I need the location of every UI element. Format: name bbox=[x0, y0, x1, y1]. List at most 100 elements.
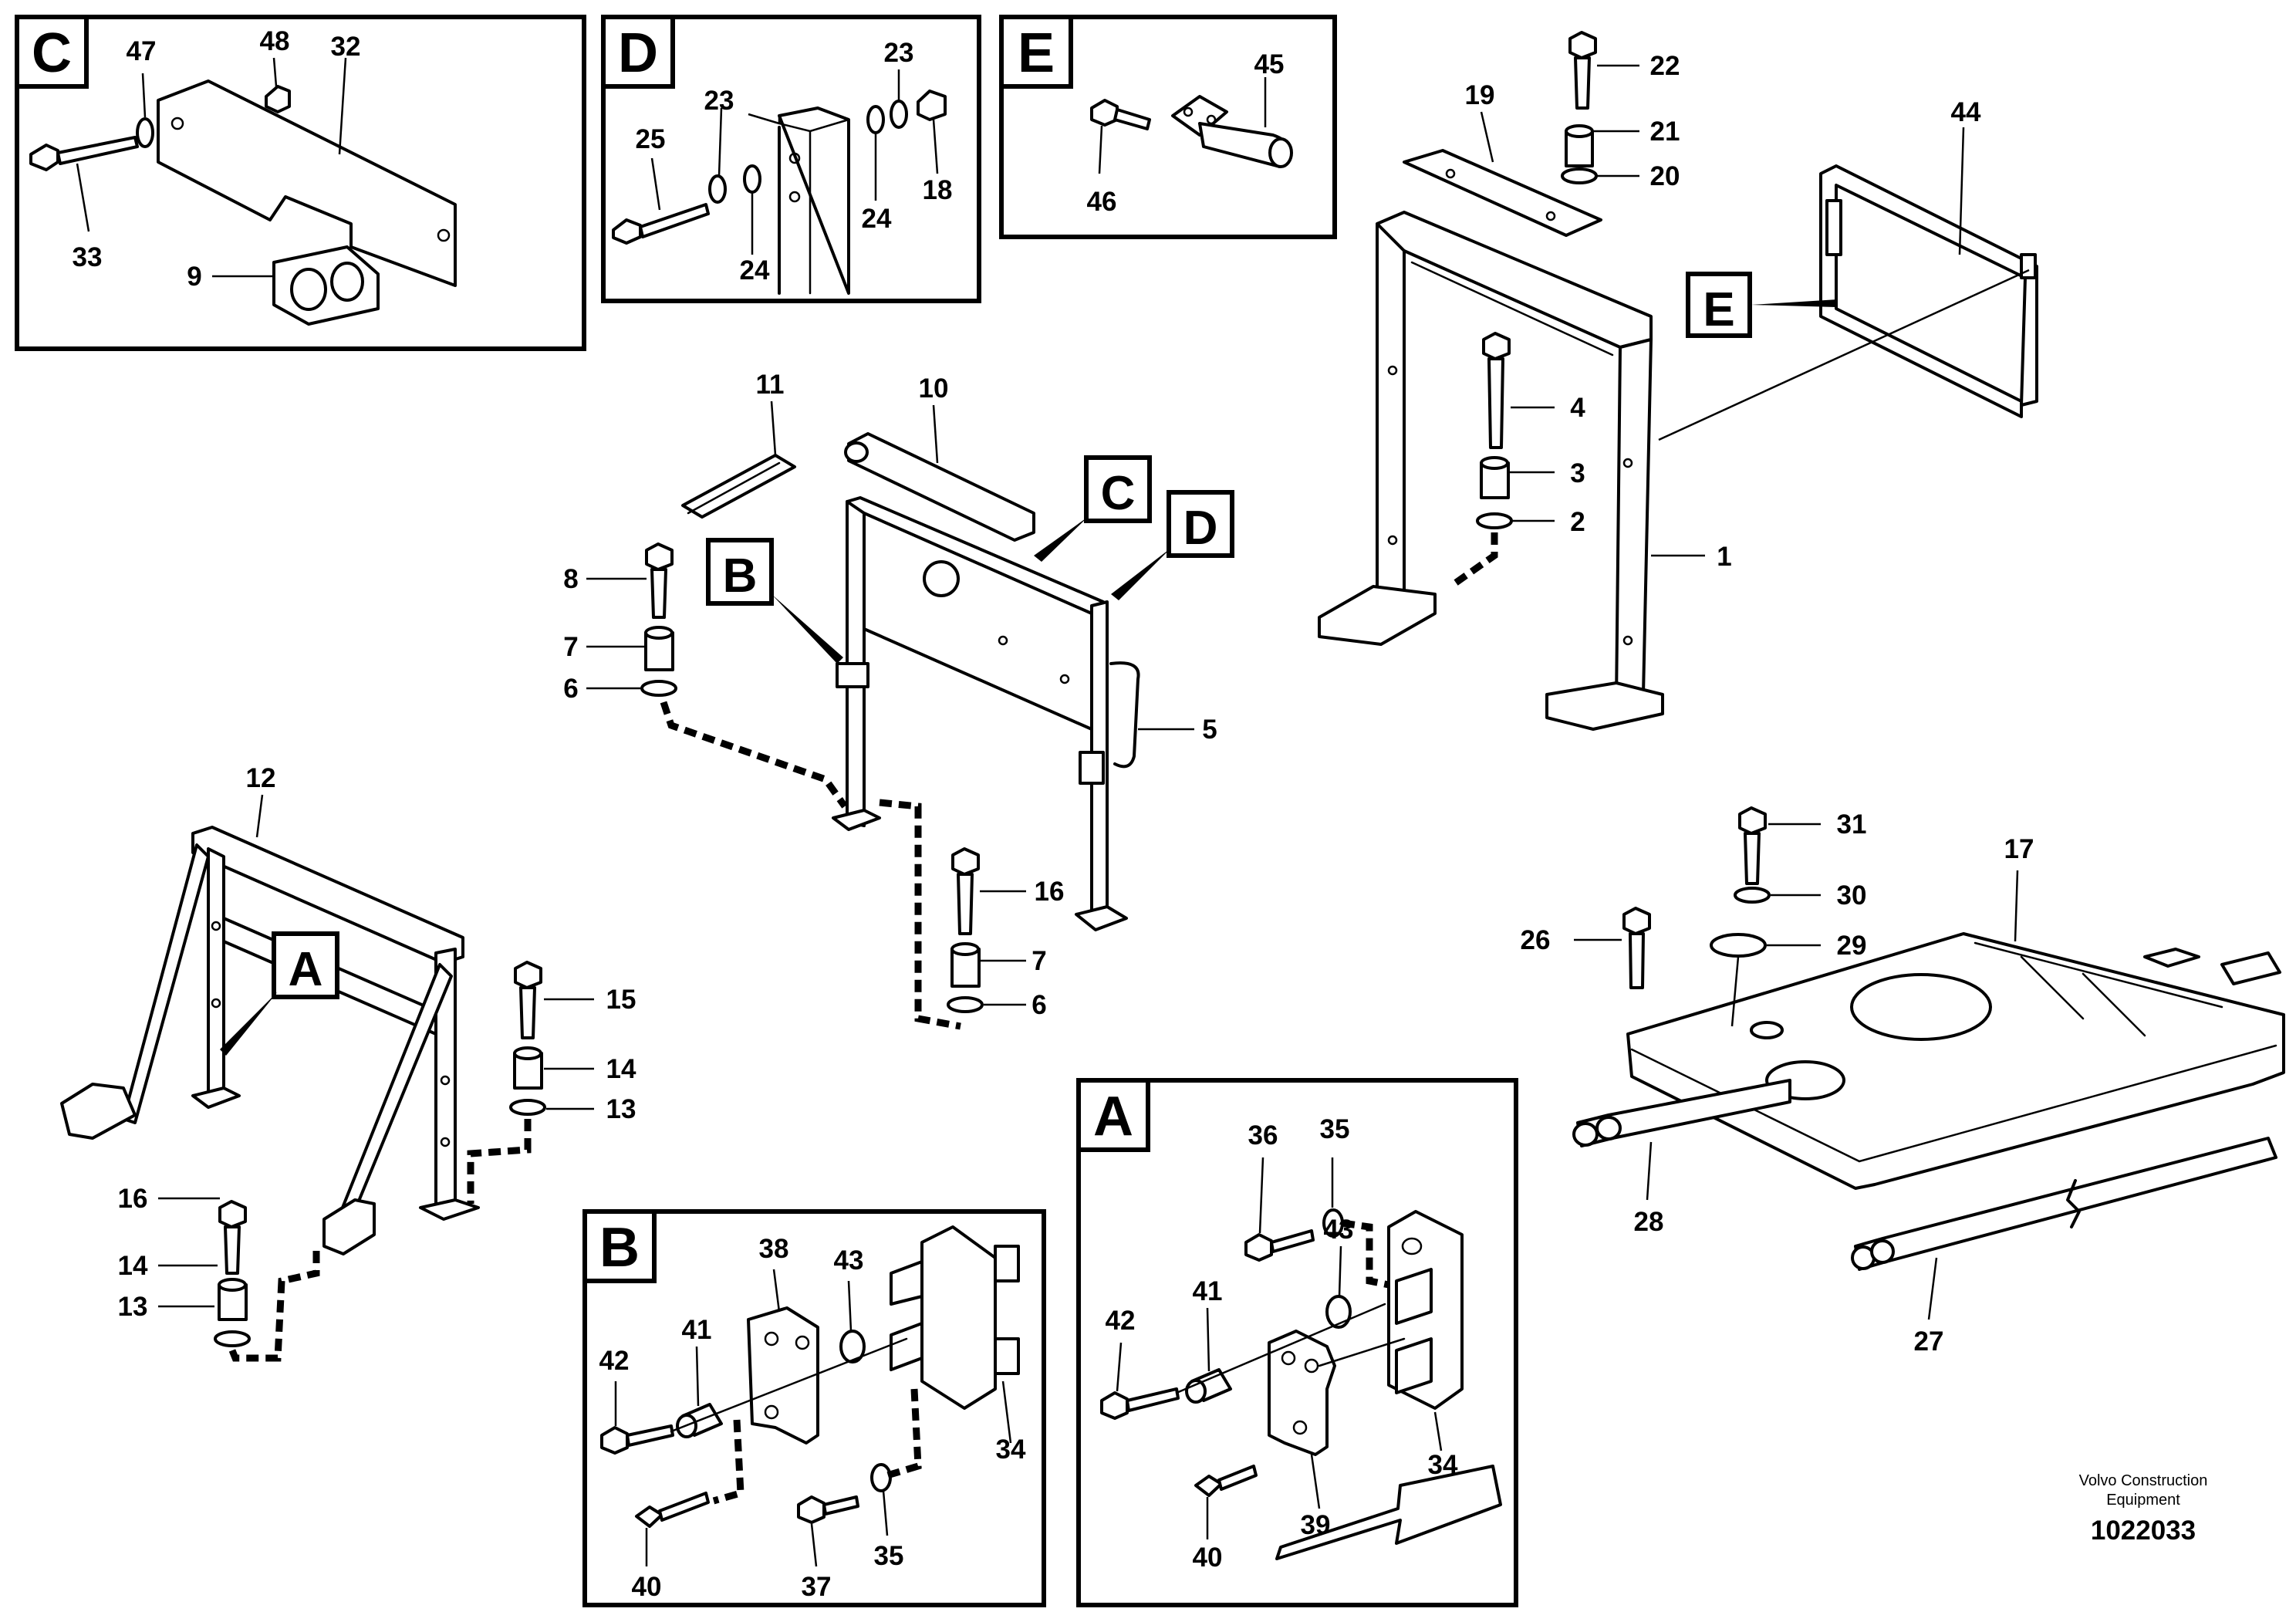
label-42b: 42 bbox=[1106, 1306, 1136, 1336]
callout-c-box bbox=[1084, 455, 1152, 523]
hinge-38 bbox=[747, 1306, 819, 1445]
label-28: 28 bbox=[1634, 1207, 1664, 1237]
screw-37 bbox=[797, 1495, 826, 1524]
screw-46 bbox=[1090, 99, 1119, 127]
label-7a: 7 bbox=[563, 632, 578, 662]
detail-a-panel: A bbox=[1076, 1078, 1518, 1607]
label-44: 44 bbox=[1951, 97, 1981, 127]
label-2: 2 bbox=[1570, 507, 1585, 537]
label-21: 21 bbox=[1650, 117, 1680, 147]
label-15: 15 bbox=[606, 985, 636, 1015]
direction-arrow bbox=[1275, 1465, 1502, 1560]
label-12: 12 bbox=[246, 763, 276, 793]
label-25: 25 bbox=[636, 124, 666, 154]
label-5: 5 bbox=[1202, 715, 1217, 745]
detail-a-label: A bbox=[1093, 1086, 1133, 1147]
washer-24c bbox=[866, 105, 885, 134]
floor-plate-assembly-17: 31 30 29 26 17 28 27 bbox=[1521, 806, 2285, 1357]
bolt-22 bbox=[1568, 31, 1597, 59]
screw-40a bbox=[635, 1505, 663, 1528]
detail-e-label: E bbox=[1018, 22, 1055, 84]
callout-b-label: B bbox=[723, 549, 758, 603]
bolt-4 bbox=[1482, 332, 1511, 360]
nut-48 bbox=[265, 85, 291, 113]
label-31: 31 bbox=[1837, 809, 1867, 840]
label-17: 17 bbox=[2004, 834, 2034, 864]
detail-c-panel: C 47 48 32 33 9 bbox=[15, 15, 586, 351]
label-24b: 24 bbox=[862, 204, 892, 234]
callout-e-label: E bbox=[1703, 283, 1734, 336]
callout-a-box bbox=[272, 931, 339, 999]
label-9: 9 bbox=[187, 262, 201, 292]
pin-45 bbox=[1171, 95, 1228, 137]
document-number: 1022033 bbox=[2091, 1516, 2196, 1546]
label-45: 45 bbox=[1254, 49, 1285, 79]
label-40b: 40 bbox=[1193, 1543, 1223, 1573]
label-10: 10 bbox=[919, 373, 949, 404]
bracket-assembly-44: 44 E bbox=[1658, 97, 2038, 441]
washer-24b bbox=[743, 164, 761, 194]
label-43b: 43 bbox=[1324, 1215, 1354, 1245]
label-16b: 16 bbox=[118, 1184, 148, 1214]
label-27: 27 bbox=[1914, 1326, 1944, 1357]
label-46: 46 bbox=[1087, 187, 1117, 217]
washer-13a bbox=[509, 1099, 546, 1116]
label-30: 30 bbox=[1837, 880, 1867, 911]
label-7b: 7 bbox=[1032, 946, 1046, 976]
credit-block: Volvo Construction Equipment 1022033 bbox=[2079, 1472, 2208, 1546]
label-43a: 43 bbox=[834, 1245, 864, 1276]
washer-2 bbox=[1476, 512, 1513, 529]
callout-b-box bbox=[706, 538, 774, 606]
washer-47 bbox=[136, 117, 154, 148]
label-40a: 40 bbox=[632, 1572, 662, 1602]
label-36: 36 bbox=[1248, 1120, 1278, 1151]
label-16a: 16 bbox=[1035, 877, 1065, 907]
plate-29 bbox=[1710, 933, 1767, 958]
label-35a: 35 bbox=[874, 1541, 904, 1571]
label-22: 22 bbox=[1650, 51, 1680, 81]
label-14b: 14 bbox=[118, 1251, 148, 1281]
washer-6b bbox=[947, 996, 984, 1013]
washer-35a bbox=[870, 1463, 892, 1492]
label-32: 32 bbox=[331, 32, 361, 62]
detail-b-panel: B 38 bbox=[582, 1209, 1046, 1607]
label-47: 47 bbox=[127, 36, 157, 66]
label-20: 20 bbox=[1650, 161, 1680, 191]
bolt-15 bbox=[514, 961, 542, 989]
washer-23 bbox=[890, 100, 908, 129]
callout-d-label: D bbox=[1183, 502, 1218, 555]
nut-18 bbox=[917, 90, 947, 121]
frame-assembly-12: A 12 15 14 13 16 14 13 bbox=[60, 763, 636, 1362]
label-4: 4 bbox=[1570, 393, 1585, 423]
frame-assembly-1: 19 22 21 20 4 3 2 1 bbox=[1318, 31, 1732, 731]
callout-a-label: A bbox=[289, 943, 323, 996]
frame-assembly-5: C D B 11 10 8 7 6 bbox=[563, 370, 1234, 1030]
label-26: 26 bbox=[1521, 925, 1551, 955]
bolt-31 bbox=[1738, 806, 1767, 835]
label-35b: 35 bbox=[1320, 1114, 1350, 1144]
label-13a: 13 bbox=[606, 1094, 636, 1124]
label-24a: 24 bbox=[740, 255, 770, 286]
label-6a: 6 bbox=[563, 674, 578, 704]
bolt-16a bbox=[951, 847, 980, 876]
screw-40b bbox=[1194, 1475, 1223, 1497]
label-1: 1 bbox=[1717, 542, 1731, 572]
label-6b: 6 bbox=[1032, 990, 1046, 1020]
detail-d-label: D bbox=[618, 22, 658, 84]
label-42a: 42 bbox=[599, 1346, 630, 1376]
label-11: 11 bbox=[756, 370, 785, 400]
detail-d-panel: D 25 23 24 24 23 18 bbox=[601, 15, 981, 303]
credit-line-2: Equipment bbox=[2106, 1492, 2180, 1509]
tube-d bbox=[778, 106, 850, 295]
tube-10 bbox=[847, 432, 1035, 542]
label-23b: 23 bbox=[884, 38, 914, 68]
bolt-8 bbox=[645, 542, 674, 571]
label-14a: 14 bbox=[606, 1054, 636, 1084]
label-41b: 41 bbox=[1193, 1276, 1223, 1306]
label-8: 8 bbox=[563, 564, 578, 594]
label-34b: 34 bbox=[1428, 1450, 1458, 1480]
label-34a: 34 bbox=[996, 1434, 1026, 1465]
detail-b-label: B bbox=[599, 1217, 640, 1279]
label-48: 48 bbox=[260, 26, 290, 56]
